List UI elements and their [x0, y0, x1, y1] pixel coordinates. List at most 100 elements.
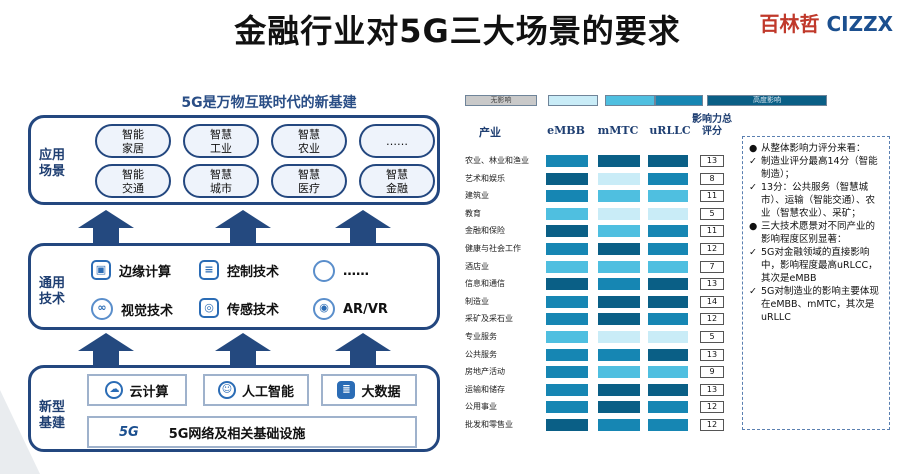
cell-urllc [648, 313, 688, 325]
table-row-label: 公共服务 [465, 350, 497, 359]
tier-general-technology: 通用技术 ▣边缘计算 ≡控制技术 …… ∞视觉技术 ◎传感技术 ◉AR/VR [28, 243, 440, 330]
page-title: 金融行业对5G三大场景的要求 [234, 12, 681, 50]
app-scenario-pill: 智慧医疗 [271, 164, 347, 198]
more-circle-icon [313, 260, 335, 282]
impact-score: 11 [700, 225, 724, 237]
cell-embb [546, 366, 588, 378]
impact-score: 5 [700, 331, 724, 343]
cell-urllc [648, 155, 688, 167]
control-sliders-icon: ≡ [199, 260, 219, 280]
cell-mmtc [598, 419, 640, 431]
column-header-industry: 产业 [479, 126, 501, 139]
cell-mmtc [598, 384, 640, 396]
note-item: ✓5G对制造业的影响主要体现在eMBB、mMTC，其次是uRLLC [749, 285, 884, 324]
impact-score: 12 [700, 401, 724, 413]
tier-application-scenarios: 应用场景 智能家居智慧工业智慧农业……智能交通智慧城市智慧医疗智慧金融 [28, 115, 440, 205]
table-row-label: 酒店业 [465, 262, 489, 271]
up-arrow-left-lower-stem [93, 350, 119, 368]
cell-embb [546, 401, 588, 413]
cell-mmtc [598, 278, 640, 290]
person-icon: ☺ [217, 381, 236, 399]
brand-name: 百林哲 [759, 12, 820, 36]
app-scenario-pill: 智能交通 [95, 164, 171, 198]
brand-logo: 百林哲 CIZZX [759, 8, 893, 37]
tech-vision: ∞视觉技术 [91, 298, 173, 320]
infra-ai: ☺人工智能 [203, 374, 309, 406]
app-scenario-line1: 智能 [122, 168, 144, 181]
table-row-label: 运输和储存 [465, 385, 505, 394]
tech-ar-vr: ◉AR/VR [313, 298, 388, 320]
up-arrow-middle-lower-stem [230, 350, 256, 368]
up-arrow-right [335, 210, 391, 228]
impact-score: 13 [700, 155, 724, 167]
tech-sensing: ◎传感技术 [199, 298, 279, 318]
cell-mmtc [598, 243, 640, 255]
brand-code: CIZZX [826, 12, 893, 36]
app-scenario-line2: 农业 [298, 142, 320, 155]
infra-label: 大数据 [361, 384, 401, 400]
infra-5g-network: 5G 5G网络及相关基础设施 [87, 416, 417, 448]
impact-score: 13 [700, 349, 724, 361]
tier-label-infrastructure: 新型基建 [39, 400, 66, 431]
cell-embb [546, 313, 588, 325]
impact-score: 7 [700, 261, 724, 273]
cell-embb [546, 261, 588, 273]
app-scenario-pill: 智慧工业 [183, 124, 259, 158]
note-text: 13分：公共服务（智慧城市）、运输（智能交通）、农业（智慧农业）、采矿； [761, 182, 876, 219]
tier-label-application: 应用场景 [39, 148, 66, 179]
cell-embb [546, 384, 588, 396]
check-icon: ✓ [749, 156, 757, 167]
cell-mmtc [598, 155, 640, 167]
impact-score: 14 [700, 296, 724, 308]
table-row-label: 采矿及采石业 [465, 314, 513, 323]
edge-computing-icon: ▣ [91, 260, 111, 280]
cell-embb [546, 349, 588, 361]
table-row-label: 金融和保险 [465, 226, 505, 235]
infra-cloud-computing: ☁云计算 [87, 374, 187, 406]
5g-logo: 5G [119, 424, 139, 440]
tier-new-infrastructure: 新型基建 ☁云计算 ☺人工智能 ≣大数据 5G 5G网络及相关基础设施 [28, 365, 440, 452]
up-arrow-middle-stem [230, 227, 256, 245]
notes-box: ●从整体影响力评分来看：✓制造业评分最高14分（智能制造）；✓13分：公共服务（… [742, 136, 890, 430]
app-scenario-line1: 智慧 [298, 128, 320, 141]
tech-more: …… [313, 260, 369, 282]
impact-score: 12 [700, 313, 724, 325]
cell-mmtc [598, 173, 640, 185]
cell-mmtc [598, 313, 640, 325]
app-scenario-pill: …… [359, 124, 435, 158]
impact-score: 13 [700, 384, 724, 396]
table-row-label: 教育 [465, 209, 481, 218]
cell-embb [546, 243, 588, 255]
app-scenario-line1: 智慧 [298, 168, 320, 181]
table-row-label: 房地产活动 [465, 367, 505, 376]
up-arrow-middle-lower [215, 333, 271, 351]
cell-mmtc [598, 208, 640, 220]
bullet-icon: ● [749, 143, 758, 154]
cell-mmtc [598, 296, 640, 308]
note-text: 从整体影响力评分来看： [761, 143, 866, 154]
app-scenario-line2: 工业 [210, 142, 232, 155]
app-scenario-line2: 交通 [122, 182, 144, 195]
impact-score: 12 [700, 419, 724, 431]
cell-embb [546, 419, 588, 431]
cell-urllc [648, 296, 688, 308]
app-scenario-pill: 智慧城市 [183, 164, 259, 198]
app-scenario-line1: 智慧 [210, 168, 232, 181]
check-icon: ✓ [749, 286, 757, 297]
app-scenario-line2: 医疗 [298, 182, 320, 195]
up-arrow-left-stem [93, 227, 119, 245]
cell-urllc [648, 366, 688, 378]
cell-urllc [648, 208, 688, 220]
tech-label: …… [343, 263, 369, 279]
table-row-label: 专业服务 [465, 332, 497, 341]
impact-score: 11 [700, 190, 724, 202]
column-header-embb: eMBB [547, 124, 585, 137]
impact-score: 8 [700, 173, 724, 185]
table-row-label: 批发和零售业 [465, 420, 513, 429]
cell-mmtc [598, 401, 640, 413]
infra-label: 云计算 [129, 384, 169, 400]
up-arrow-left-lower [78, 333, 134, 351]
cell-embb [546, 155, 588, 167]
ar-vr-icon: ◉ [313, 298, 335, 320]
app-scenario-pill: 智慧农业 [271, 124, 347, 158]
